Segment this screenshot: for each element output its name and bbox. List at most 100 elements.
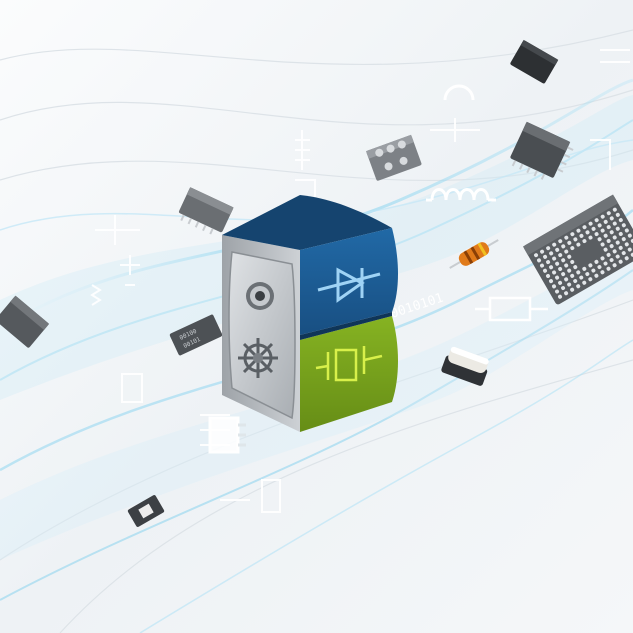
bga-ball [561, 286, 566, 291]
bga-ball [582, 239, 587, 244]
bga-ball [576, 242, 581, 247]
bga-ball [576, 284, 581, 289]
bga-ball [567, 268, 572, 273]
bga-ball [573, 265, 578, 270]
small-chip-icon [127, 495, 165, 527]
bga-ball [564, 263, 569, 268]
bga-ball [543, 254, 548, 259]
bga-ball [582, 280, 587, 285]
bga-ball [555, 247, 560, 252]
bga-ball [612, 249, 617, 254]
bga-ball [552, 256, 557, 261]
bga-ball [612, 263, 617, 268]
bga-ball [549, 279, 554, 284]
crystal-oscillator-icon [315, 346, 383, 382]
capacitor-icon [208, 416, 246, 454]
bga-ball [588, 221, 593, 226]
bga-ball [624, 228, 629, 233]
bga-ball [600, 270, 605, 275]
bga-ball [564, 291, 569, 296]
bga-ball [549, 251, 554, 256]
bga-ball [555, 261, 560, 266]
bga-ball [615, 240, 620, 245]
bga-ball [537, 258, 542, 263]
vault-panel-divider [300, 312, 392, 340]
bga-ball [627, 247, 632, 252]
vault-door [228, 251, 296, 420]
bga-ball [588, 235, 593, 240]
bga-ball [618, 218, 623, 223]
resistor-icon [449, 239, 499, 269]
resistor-outline-icon [475, 296, 548, 322]
bga-ball [564, 249, 569, 254]
bga-ball [612, 235, 617, 240]
bga-ball [561, 244, 566, 249]
bga-ball [606, 252, 611, 257]
bga-ball [603, 261, 608, 266]
qfp-chip-icon [510, 121, 574, 180]
bga-ball [567, 282, 572, 287]
bga-ball [603, 247, 608, 252]
bga-ball [579, 233, 584, 238]
bga-ball [621, 223, 626, 228]
bga-ball [546, 246, 551, 251]
bga-ball [570, 287, 575, 292]
bga-ball [564, 277, 569, 282]
bga-ball [615, 226, 620, 231]
bga-ball [609, 258, 614, 263]
bga-ball [567, 254, 572, 259]
bga-ball [558, 239, 563, 244]
grey-ribbons [0, 29, 633, 633]
bga-ball [540, 249, 545, 254]
chip-left-icon [0, 295, 50, 348]
bga-ball [570, 259, 575, 264]
bga-ball [540, 263, 545, 268]
arc-icon [443, 84, 475, 101]
bga-chip-icon [522, 194, 633, 305]
bga-ball [570, 246, 575, 251]
bga-ball [579, 275, 584, 280]
bga-ball [594, 218, 599, 223]
bga-ball [582, 225, 587, 230]
sot-package-icon [365, 134, 422, 181]
bga-ball [600, 256, 605, 261]
bga-ball [606, 225, 611, 230]
bga-ball [588, 263, 593, 268]
bga-ball [576, 228, 581, 233]
qfp-chip-left-icon [178, 187, 234, 235]
bga-ball [624, 256, 629, 261]
bga-ball [552, 242, 557, 247]
bga-ball [627, 233, 632, 238]
bga-ball [552, 284, 557, 289]
bga-ball [594, 273, 599, 278]
bga-ball [558, 266, 563, 271]
bga-ball [609, 230, 614, 235]
bga-ball [594, 259, 599, 264]
bga-ball [573, 237, 578, 242]
bga-ball [624, 242, 629, 247]
bga-ball [609, 216, 614, 221]
bga-ball [612, 207, 617, 212]
bga-ball [618, 231, 623, 236]
bga-ball [618, 259, 623, 264]
bga-ball [573, 279, 578, 284]
bga-ball [555, 289, 560, 294]
bga-ball [621, 251, 626, 256]
bga-ball [600, 242, 605, 247]
bga-ball [561, 272, 566, 277]
qfn-chip-icon [510, 39, 559, 84]
diode-icon [317, 267, 381, 303]
bga-ball [570, 232, 575, 237]
bga-ball [606, 211, 611, 216]
bga-ball [606, 238, 611, 243]
crystal-can-icon [441, 346, 489, 386]
bga-ball [576, 270, 581, 275]
vault-green-panel [300, 316, 398, 432]
bga-ball [567, 240, 572, 245]
inductor-icon [426, 188, 496, 202]
bga-ball [606, 266, 611, 271]
bga-ball [615, 212, 620, 217]
bga-ball [597, 265, 602, 270]
light-waves [0, 78, 633, 633]
